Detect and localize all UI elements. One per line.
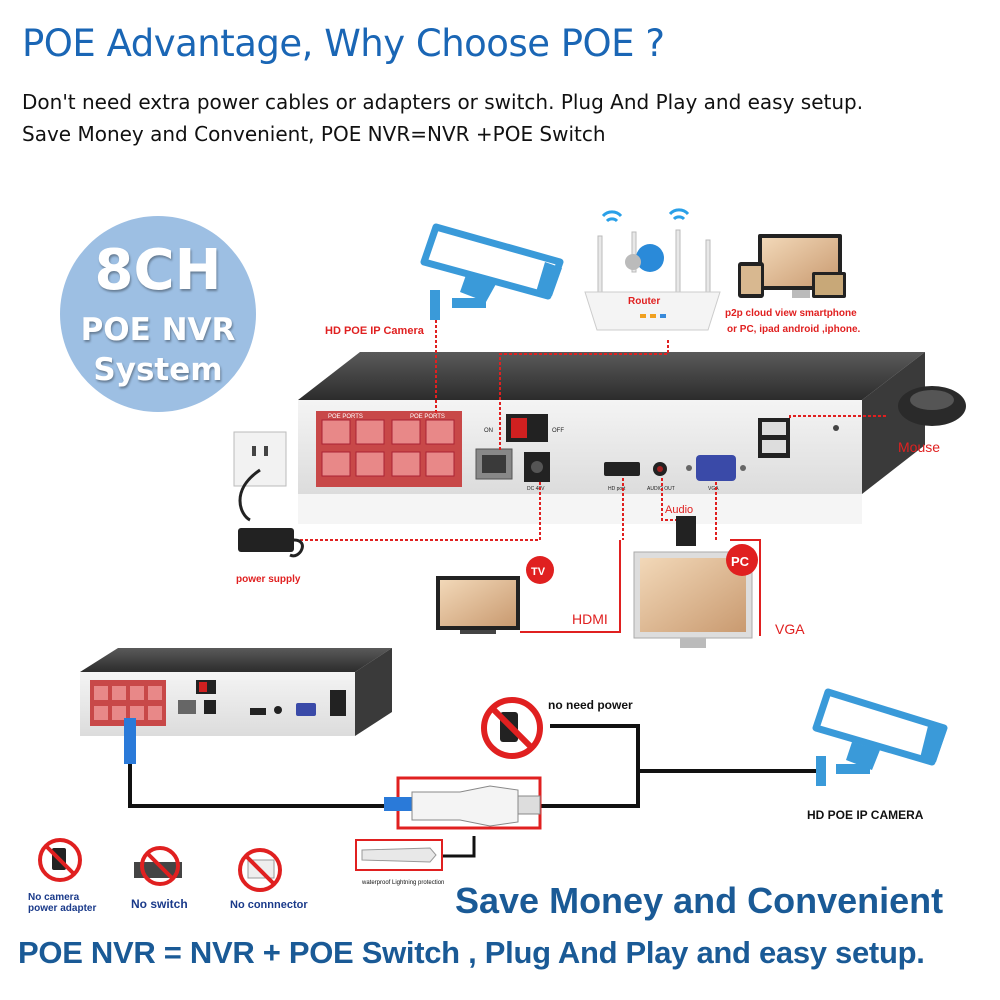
poe-equation-text: POE NVR = NVR + POE Switch , Plug And Pl…	[18, 935, 925, 970]
vga-label: VGA	[775, 621, 805, 637]
no-connector-label: No connnector	[230, 899, 308, 911]
pc-monitor-icon	[633, 544, 758, 648]
nvr-unit-main	[298, 352, 925, 524]
p2p-label-line-1: p2p cloud view smartphone	[725, 308, 857, 319]
wall-socket-icon	[233, 431, 287, 522]
on-label: ON	[484, 428, 493, 434]
power-supply-label: power supply	[236, 574, 301, 585]
dc-label: DC 48V	[527, 486, 545, 492]
nvr-badge: 8CH POE NVR System	[60, 216, 256, 412]
network-cable	[124, 718, 816, 858]
no-switch-icon	[134, 846, 182, 886]
no-adapter-label-line-2: power adapter	[28, 903, 96, 914]
hdmi-label: HDMI	[572, 611, 608, 627]
router-label: Router	[628, 296, 660, 307]
mouse-icon	[898, 386, 966, 426]
poe-ports-label-2: POE PORTS	[410, 414, 445, 420]
no-adapter-label-line-1: No camera	[28, 892, 80, 903]
pc-label: PC	[731, 554, 750, 569]
page-title: POE Advantage, Why Choose POE ?	[22, 22, 665, 65]
save-money-heading: Save Money and Convenient	[455, 880, 944, 921]
hdmi-port-label: HD port	[608, 486, 626, 492]
tv-label: TV	[531, 566, 546, 578]
no-need-power-label: no need power	[548, 698, 633, 712]
tv-icon	[436, 556, 554, 634]
no-connector-icon	[238, 848, 282, 892]
speaker-icon	[676, 516, 696, 546]
poe-ports-label-1: POE PORTS	[328, 414, 363, 420]
no-power-icon	[481, 697, 543, 759]
badge-line-2: POE NVR	[80, 312, 236, 348]
connection-lines-main	[300, 320, 888, 541]
no-adapter-icon	[38, 838, 82, 882]
waterproof-connector-icon	[355, 839, 443, 871]
ip-camera-top	[420, 223, 564, 320]
poe-connector-box	[384, 776, 542, 830]
ip-camera-bottom	[812, 688, 948, 786]
camera-label: HD POE IP Camera	[325, 325, 425, 337]
audio-label: Audio	[665, 504, 693, 516]
p2p-label-line-2: or PC, ipad android ,iphone.	[727, 324, 861, 335]
vga-port-label: VGA	[708, 486, 719, 492]
subtitle-line-1: Don't need extra power cables or adapter…	[22, 90, 864, 114]
power-supply-icon	[238, 528, 304, 558]
waterproof-label: waterproof Lightning protection	[361, 880, 444, 886]
off-label: OFF	[552, 428, 564, 434]
badge-line-3: System	[93, 352, 223, 388]
audio-out-label: AUDIO OUT	[647, 486, 675, 492]
mouse-label: Mouse	[898, 439, 940, 455]
no-switch-label: No switch	[131, 897, 188, 911]
hd-poe-ip-camera-label: HD POE IP CAMERA	[807, 808, 924, 822]
router-icon	[584, 208, 721, 331]
devices-icon	[738, 234, 846, 298]
badge-line-1: 8CH	[94, 238, 222, 303]
connection-lines-av	[520, 539, 761, 636]
subtitle-line-2: Save Money and Convenient, POE NVR=NVR +…	[22, 122, 606, 146]
